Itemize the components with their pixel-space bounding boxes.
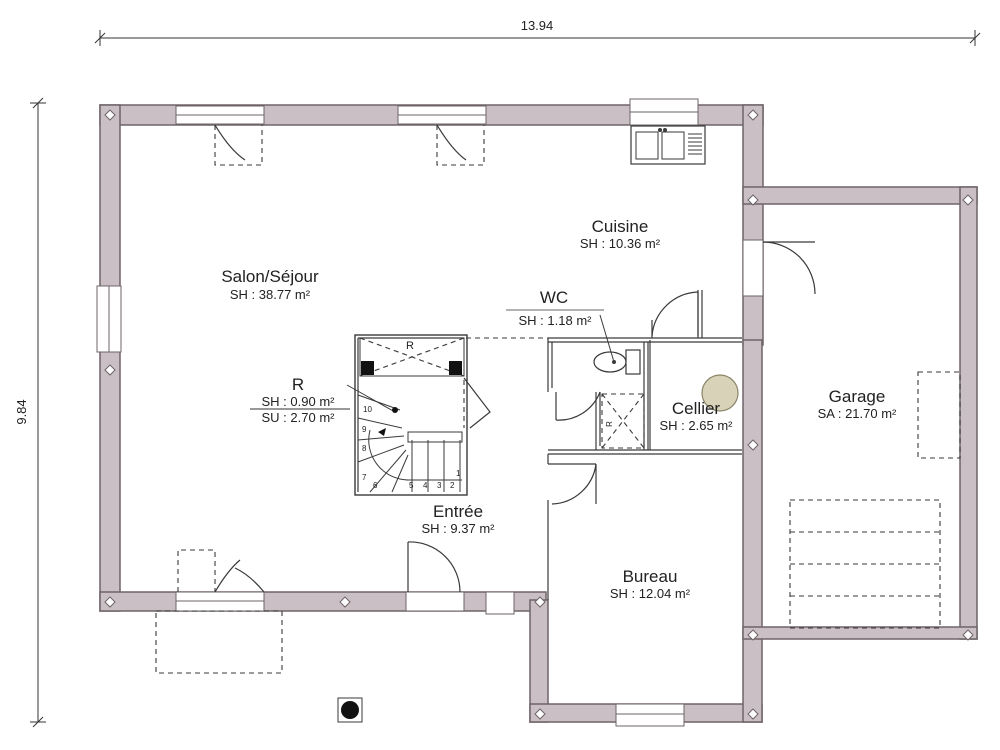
toilet bbox=[593, 314, 641, 375]
bureau-name: Bureau bbox=[623, 567, 678, 586]
cellier-area: SH : 2.65 m² bbox=[660, 418, 734, 433]
garage-door bbox=[789, 499, 941, 629]
width-dimension-label: 13.94 bbox=[521, 18, 554, 33]
step-10: 10 bbox=[363, 405, 372, 414]
step-7: 7 bbox=[362, 473, 367, 482]
reserve-su: SU : 2.70 m² bbox=[262, 410, 336, 425]
wall-markers bbox=[104, 109, 974, 720]
cuisine-name: Cuisine bbox=[592, 217, 649, 236]
salon-area: SH : 38.77 m² bbox=[230, 287, 311, 302]
staircase: R 10 9 8 7 6 5 4 bbox=[346, 334, 491, 496]
wall-bureau-garage bbox=[742, 339, 763, 723]
entree-area: SH : 9.37 m² bbox=[422, 521, 496, 536]
width-dimension: 13.94 bbox=[94, 18, 981, 46]
small-window-bottom bbox=[485, 591, 515, 615]
cuisine-area: SH : 10.36 m² bbox=[580, 236, 661, 251]
garage-fixtures bbox=[789, 371, 961, 629]
wc-area: SH : 1.18 m² bbox=[519, 313, 593, 328]
doors bbox=[155, 124, 816, 674]
front-door-opening bbox=[405, 591, 465, 612]
reserve-name: R bbox=[292, 375, 304, 394]
wall-garage-top bbox=[742, 186, 978, 205]
step-9: 9 bbox=[362, 425, 367, 434]
bureau-area: SH : 12.04 m² bbox=[610, 586, 691, 601]
interior-walls bbox=[466, 290, 742, 600]
height-dimension-label: 9.84 bbox=[14, 399, 29, 424]
step-1: 1 bbox=[456, 469, 461, 478]
salon-name: Salon/Séjour bbox=[221, 267, 319, 286]
wc-name: WC bbox=[540, 288, 568, 307]
cellier-name: Cellier bbox=[672, 399, 721, 418]
column-right bbox=[449, 361, 462, 375]
garage-name: Garage bbox=[829, 387, 886, 406]
shower-label: R bbox=[605, 421, 614, 427]
wall-left bbox=[99, 104, 121, 612]
step-5: 5 bbox=[409, 481, 414, 490]
column-left bbox=[361, 361, 374, 375]
step-4: 4 bbox=[423, 481, 428, 490]
step-6: 6 bbox=[373, 481, 378, 490]
reserve-sh: SH : 0.90 m² bbox=[262, 394, 336, 409]
wall-openings bbox=[96, 98, 764, 727]
outdoor-meter bbox=[337, 697, 363, 723]
height-dimension: 9.84 bbox=[14, 97, 46, 728]
wall-garage-bottom bbox=[742, 626, 978, 640]
stair-top-label: R bbox=[406, 340, 414, 352]
step-3: 3 bbox=[437, 481, 442, 490]
water-heater bbox=[701, 374, 739, 412]
window-bureau bbox=[615, 703, 685, 727]
step-2: 2 bbox=[450, 481, 455, 490]
wall-kitchen-right bbox=[742, 104, 764, 346]
garage-area: SA : 21.70 m² bbox=[818, 406, 897, 421]
wall-garage-right bbox=[959, 186, 978, 640]
step-8: 8 bbox=[362, 444, 367, 453]
room-labels: Salon/Séjour SH : 38.77 m² Cuisine SH : … bbox=[221, 217, 897, 601]
door-garage-opening bbox=[742, 239, 764, 297]
shower: R bbox=[601, 393, 645, 449]
wall-bottom bbox=[99, 591, 547, 612]
kitchen-sink bbox=[630, 125, 706, 165]
garage-storage bbox=[917, 371, 961, 459]
entree-name: Entrée bbox=[433, 502, 483, 521]
